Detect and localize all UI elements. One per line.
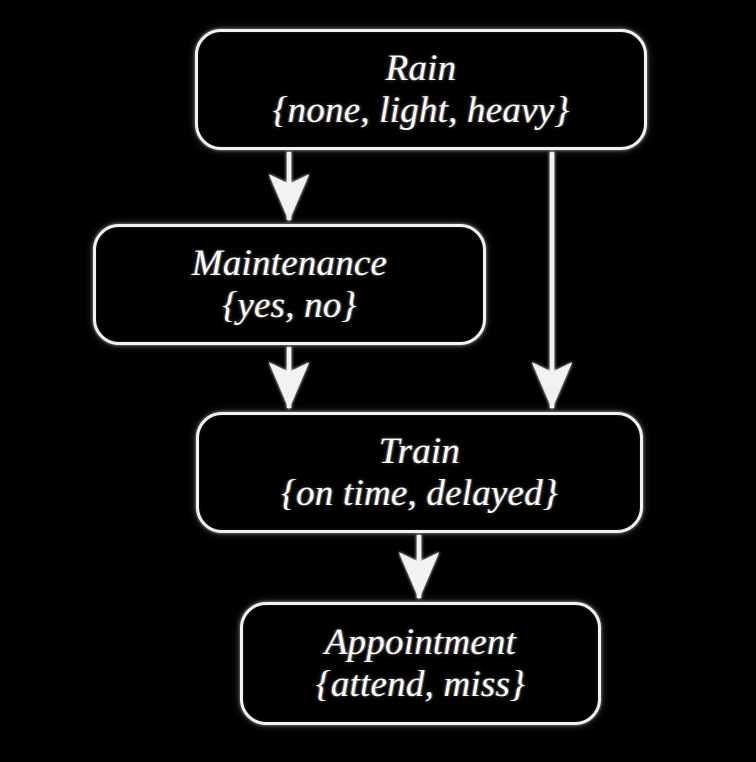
node-train-values: {on time, delayed} xyxy=(281,472,558,514)
node-rain-name: Rain xyxy=(385,48,457,90)
node-maintenance-name: Maintenance xyxy=(191,243,388,285)
node-rain[interactable]: Rain {none, light, heavy} xyxy=(195,29,647,150)
node-train[interactable]: Train {on time, delayed} xyxy=(196,412,643,533)
node-train-name: Train xyxy=(378,431,461,473)
node-appointment-values: {attend, miss} xyxy=(315,663,526,705)
node-appointment[interactable]: Appointment {attend, miss} xyxy=(240,602,601,725)
node-rain-values: {none, light, heavy} xyxy=(272,89,570,131)
node-maintenance-values: {yes, no} xyxy=(222,284,357,326)
node-maintenance[interactable]: Maintenance {yes, no} xyxy=(93,224,486,345)
node-appointment-name: Appointment xyxy=(324,622,517,664)
